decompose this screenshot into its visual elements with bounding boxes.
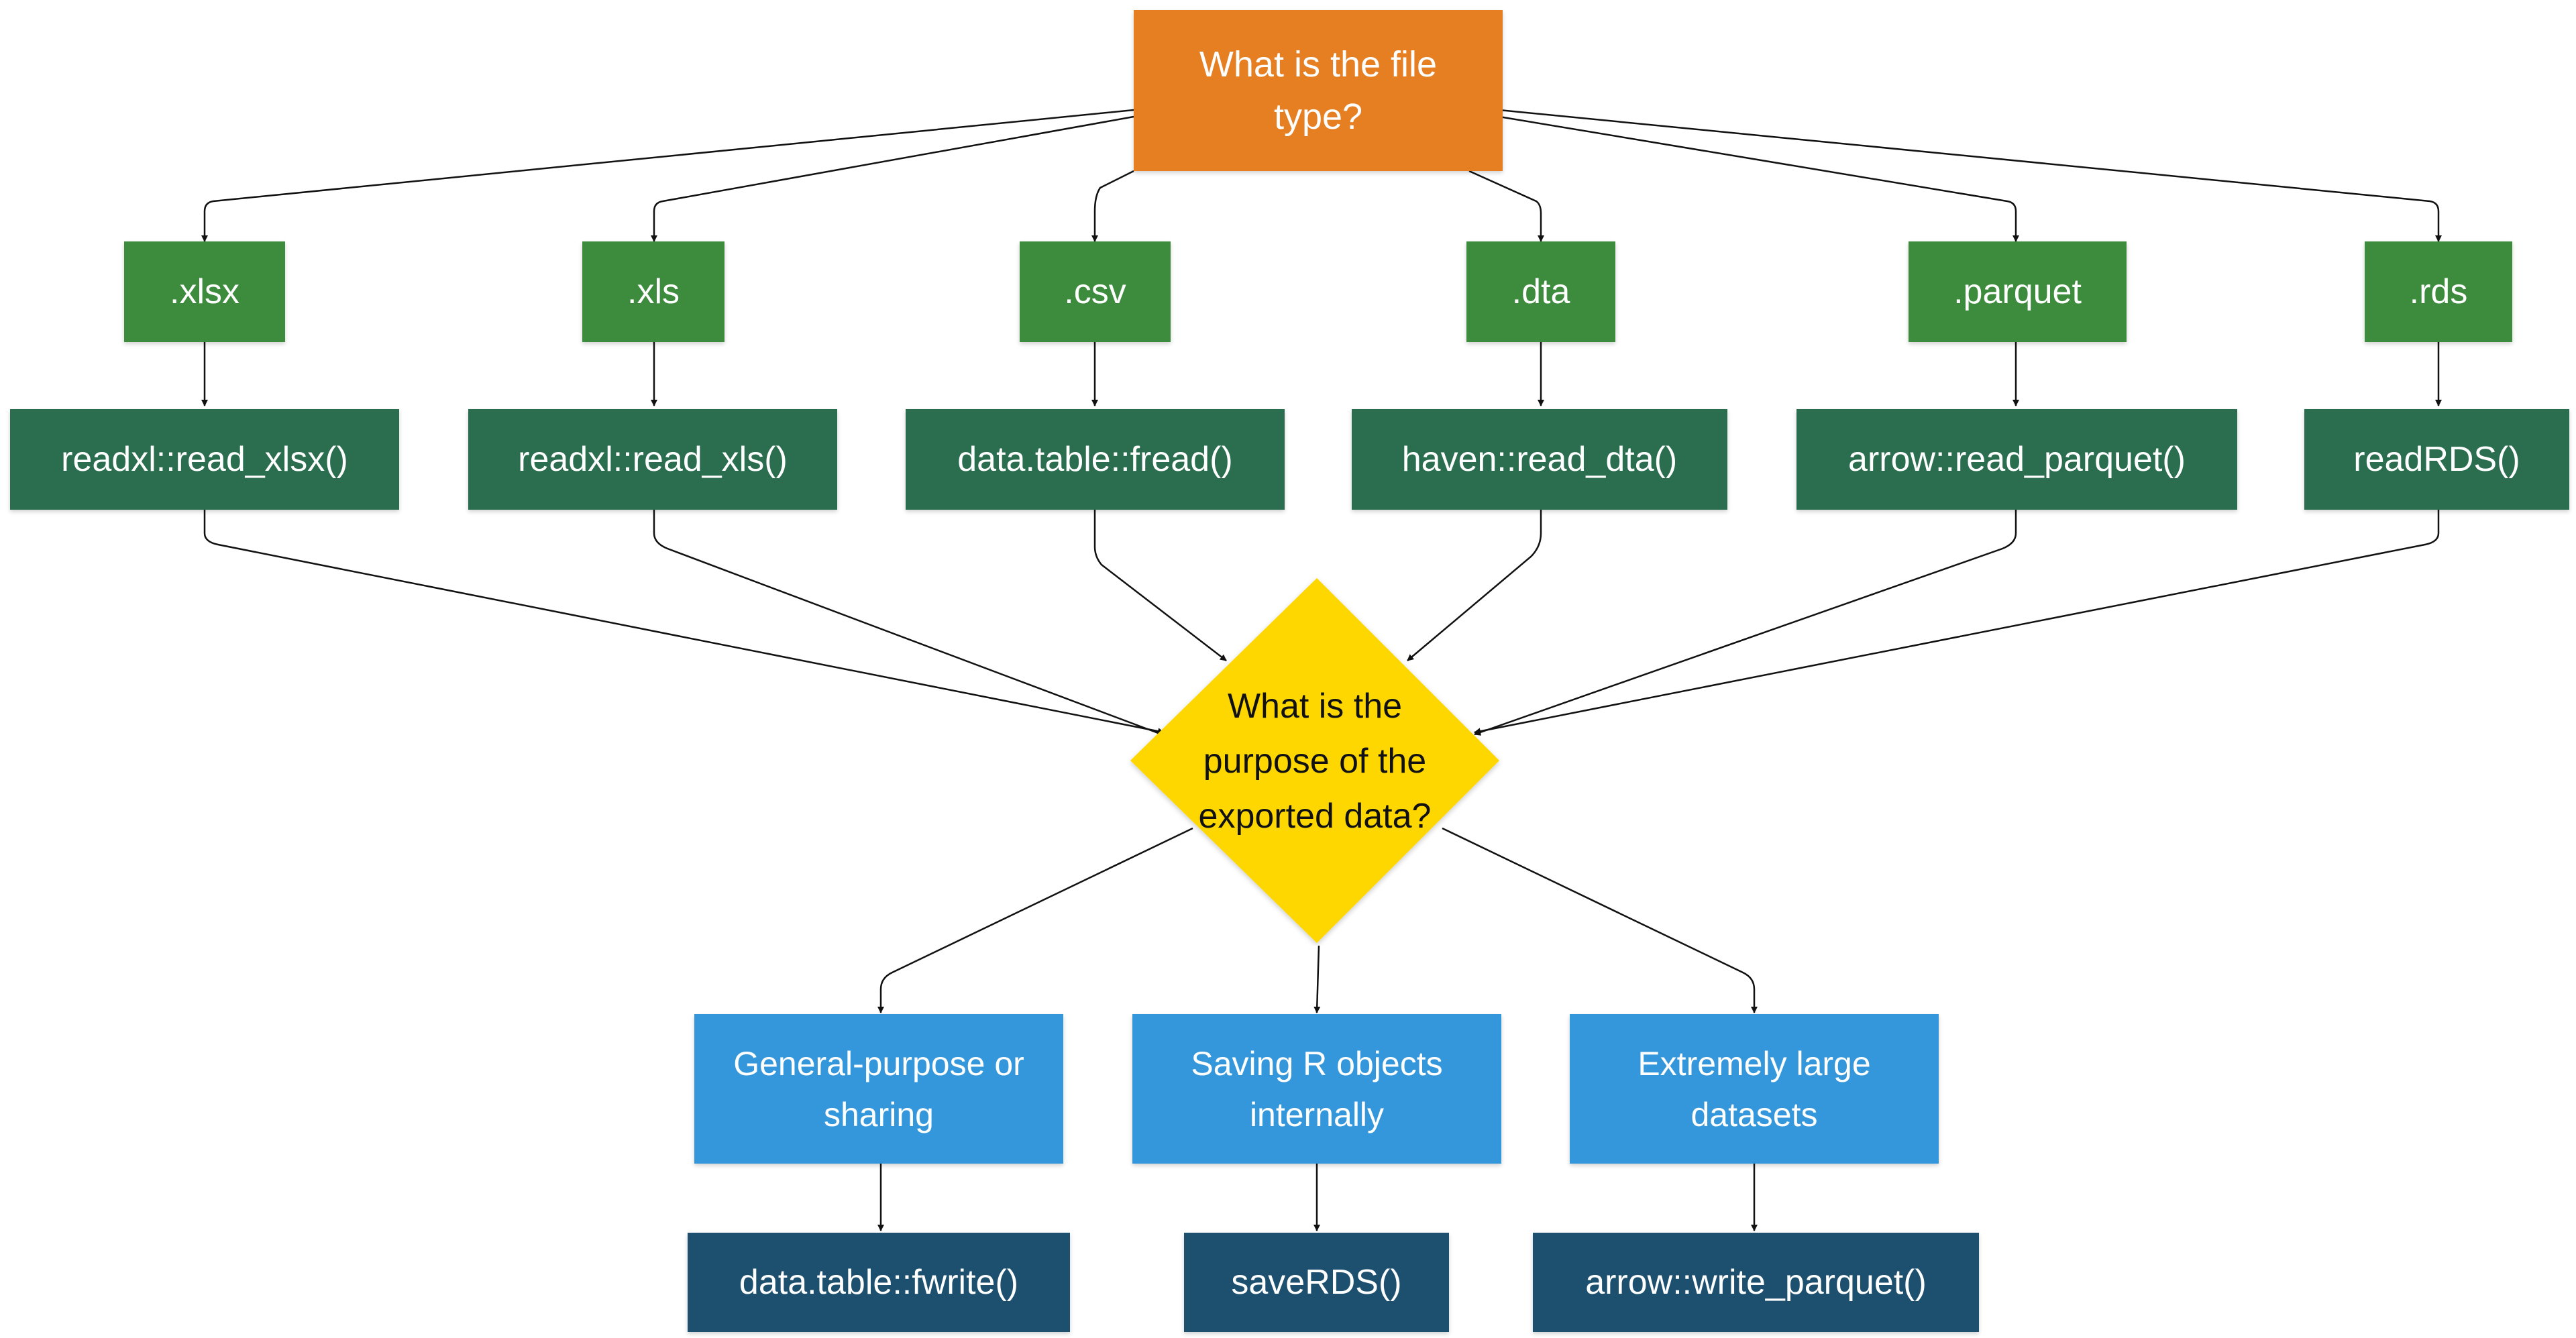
file-type-dta-label: .dta [1511, 272, 1570, 311]
write-function-saverds-label: saveRDS() [1231, 1263, 1402, 1302]
read-function-rds-label: readRDS() [2353, 440, 2520, 479]
read-function-parquet: arrow::read_parquet() [1796, 409, 2237, 510]
purpose-large-datasets: Extremely large datasets [1570, 1014, 1939, 1164]
purpose-question-text-box: What is the purpose of the exported data… [1187, 671, 1442, 852]
purpose-saving-internally: Saving R objects internally [1132, 1014, 1501, 1164]
write-function-saverds: saveRDS() [1184, 1233, 1449, 1332]
edge-fread-to-purpose [1093, 510, 1227, 661]
write-function-fwrite: data.table::fwrite() [688, 1233, 1070, 1332]
read-function-xlsx: readxl::read_xlsx() [10, 409, 399, 510]
edge-root-to-xls [651, 115, 1134, 242]
edge-purpose-to-saving [1313, 945, 1321, 1013]
file-type-csv-label: .csv [1064, 272, 1126, 311]
edge-readrds-to-purpose [1474, 510, 2440, 735]
file-type-csv: .csv [1020, 241, 1171, 342]
read-function-xls-label: readxl::read_xls() [518, 440, 788, 479]
edge-readdta-to-purpose [1407, 510, 1542, 661]
read-function-csv: data.table::fread() [906, 409, 1285, 510]
purpose-general-sharing: General-purpose or sharing [694, 1014, 1063, 1164]
write-function-fwrite-label: data.table::fwrite() [739, 1263, 1019, 1302]
read-function-parquet-label: arrow::read_parquet() [1848, 440, 2186, 479]
file-type-parquet: .parquet [1909, 241, 2127, 342]
file-type-xlsx: .xlsx [124, 241, 285, 342]
file-type-dta: .dta [1466, 241, 1615, 342]
purpose-large-datasets-label: Extremely large datasets [1638, 1044, 1871, 1133]
purpose-question-text: What is the purpose of the exported data… [1198, 687, 1432, 836]
edge-root-to-dta [1468, 170, 1544, 242]
file-type-parquet-label: .parquet [1953, 272, 2082, 311]
read-function-xls: readxl::read_xls() [468, 409, 837, 510]
purpose-question-diamond [1130, 578, 1499, 943]
file-type-question: What is the file type? [1134, 10, 1503, 171]
read-function-rds: readRDS() [2304, 409, 2569, 510]
edge-root-to-xlsx [201, 109, 1134, 242]
write-function-writeparquet: arrow::write_parquet() [1533, 1233, 1979, 1332]
file-type-rds-label: .rds [2409, 272, 2468, 311]
file-type-rds: .rds [2365, 241, 2512, 342]
edge-readxlsx-to-purpose [203, 510, 1165, 735]
write-function-writeparquet-label: arrow::write_parquet() [1585, 1263, 1927, 1302]
read-function-dta-label: haven::read_dta() [1401, 440, 1678, 479]
edge-root-to-rds [1499, 109, 2442, 242]
purpose-saving-internally-label: Saving R objects internally [1191, 1044, 1443, 1133]
file-type-xlsx-label: .xlsx [170, 272, 239, 311]
purpose-general-sharing-label: General-purpose or sharing [733, 1044, 1024, 1133]
file-type-xls: .xls [582, 241, 724, 342]
file-type-xls-label: .xls [627, 272, 680, 311]
file-type-question-text: What is the file type? [1199, 44, 1438, 137]
read-function-csv-label: data.table::fread() [957, 440, 1233, 479]
edge-readparquet-to-purpose [1474, 510, 2017, 736]
read-function-xlsx-label: readxl::read_xlsx() [61, 440, 348, 479]
edge-purpose-to-large [1442, 827, 1758, 1013]
edge-purpose-to-general [877, 827, 1193, 1013]
edge-root-to-csv [1091, 170, 1134, 242]
edge-root-to-parquet [1499, 115, 2019, 242]
read-function-dta: haven::read_dta() [1352, 409, 1727, 510]
edge-readxls-to-purpose [653, 510, 1171, 739]
